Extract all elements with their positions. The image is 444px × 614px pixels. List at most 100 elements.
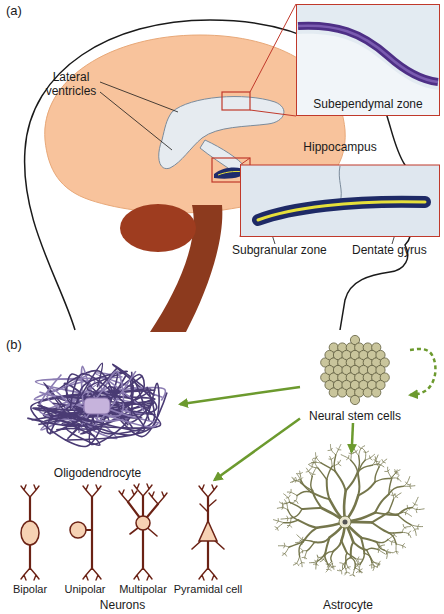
astrocyte-twig <box>363 451 366 453</box>
astrocyte-process <box>412 508 424 510</box>
astrocyte-process <box>301 481 310 492</box>
astrocyte-twig <box>297 473 300 475</box>
astrocyte-process <box>311 492 330 499</box>
astrocyte-twig <box>310 467 312 469</box>
astrocyte-twig <box>282 502 283 505</box>
astrocyte-twig <box>406 510 408 512</box>
astrocyte-process <box>300 471 302 481</box>
astrocyte-process <box>336 444 341 454</box>
astrocyte-twig <box>300 472 303 474</box>
astrocyte-process <box>305 551 307 559</box>
panel-label: (a) <box>6 4 22 18</box>
astrocyte-process <box>299 551 307 554</box>
astrocyte-twig <box>356 571 358 573</box>
astrocyte-process <box>372 560 379 565</box>
astrocyte-twig <box>292 481 294 483</box>
astrocyte-process <box>351 557 355 567</box>
astrocyte-twig <box>397 477 398 480</box>
astrocyte-twig <box>285 554 286 557</box>
astrocyte-process <box>346 563 350 569</box>
cell-figure: Multipolar <box>115 480 171 596</box>
astrocyte-twig <box>316 564 319 566</box>
astrocyte-soma <box>339 516 351 528</box>
astrocyte-process <box>332 460 340 466</box>
neuron-soma <box>21 521 39 545</box>
astrocyte-twig <box>409 531 411 533</box>
astrocyte-twig <box>378 543 380 546</box>
astrocyte-process <box>303 528 317 542</box>
astrocyte-twig <box>300 548 302 550</box>
astrocyte-process <box>291 509 302 518</box>
astrocyte-twig <box>339 562 342 563</box>
astrocyte-twig <box>374 459 376 461</box>
neurite <box>21 568 39 580</box>
astrocyte-process <box>377 540 388 543</box>
astrocyte-twig <box>317 556 319 559</box>
astrocyte-twig <box>391 495 394 496</box>
astrocyte-process <box>346 472 358 491</box>
astrocyte-process <box>377 542 385 550</box>
astrocyte-process <box>299 542 303 556</box>
astrocyte-process <box>314 538 329 543</box>
astrocyte-twig <box>358 562 361 563</box>
astrocyte-process <box>334 455 336 471</box>
astrocyte-process <box>342 563 346 569</box>
astrocyte-twig <box>387 549 389 551</box>
astrocyte-process <box>365 454 374 460</box>
astrocyte-twig <box>396 551 399 553</box>
oligodendrocyte-figure <box>27 363 167 446</box>
astrocyte-twig <box>346 567 348 569</box>
astrocyte-twig <box>385 553 387 555</box>
astrocyte-twig <box>393 551 396 552</box>
astrocyte-process <box>337 567 344 571</box>
astrocyte-twig <box>366 451 369 453</box>
subgranular-band <box>258 202 425 220</box>
astrocyte-twig <box>348 566 351 567</box>
astrocyte-twig <box>394 535 397 537</box>
cell-figure: Pyramidal cell <box>177 480 239 596</box>
panel-label: (b) <box>6 338 22 352</box>
neurite <box>200 504 208 512</box>
astrocyte-twig <box>338 449 341 450</box>
inset-graphic <box>240 140 440 237</box>
astrocyte-process <box>411 525 416 536</box>
astrocyte-twig <box>305 557 307 559</box>
astrocyte-twig <box>297 501 298 504</box>
astrocyte-process <box>318 553 326 561</box>
astrocyte-twig <box>378 564 381 566</box>
astrocyte-twig <box>402 545 403 548</box>
astrocyte-process <box>388 540 396 543</box>
astrocyte-twig <box>286 497 289 499</box>
astrocyte-process <box>375 494 389 512</box>
astrocyte-process <box>321 463 335 471</box>
zoom-line <box>250 110 296 116</box>
astrocyte-twig <box>297 564 299 567</box>
astrocyte-process <box>378 545 385 550</box>
astrocyte-process <box>388 467 392 478</box>
subependymal-band <box>298 26 438 82</box>
ventricle-edge <box>339 166 341 202</box>
dentate-band <box>258 202 425 220</box>
astrocyte-process <box>372 522 388 532</box>
astrocyte-twig <box>315 560 317 563</box>
astrocyte-process <box>388 534 395 539</box>
astrocyte-process <box>310 462 322 464</box>
differentiation-arrow <box>352 423 353 452</box>
cerebellum <box>120 204 196 252</box>
astrocyte-twig <box>410 486 411 489</box>
neuron-figures <box>21 484 224 580</box>
astrocyte-process <box>285 500 288 510</box>
cell-group: NeuronsBipolarUnipolarMultipolarPyramida… <box>5 480 240 612</box>
annotation-label: Dentate gyrus <box>352 243 427 257</box>
leader-line <box>100 92 172 150</box>
subependymal-band <box>298 26 438 82</box>
astrocyte-process <box>297 535 303 540</box>
astrocyte-process <box>398 515 411 525</box>
astrocyte-process <box>412 497 418 507</box>
neurite <box>83 568 101 580</box>
astrocyte-process <box>331 552 333 562</box>
astrocyte-process <box>318 468 327 479</box>
astrocyte-twig <box>369 565 372 566</box>
astrocyte-process <box>311 477 313 491</box>
